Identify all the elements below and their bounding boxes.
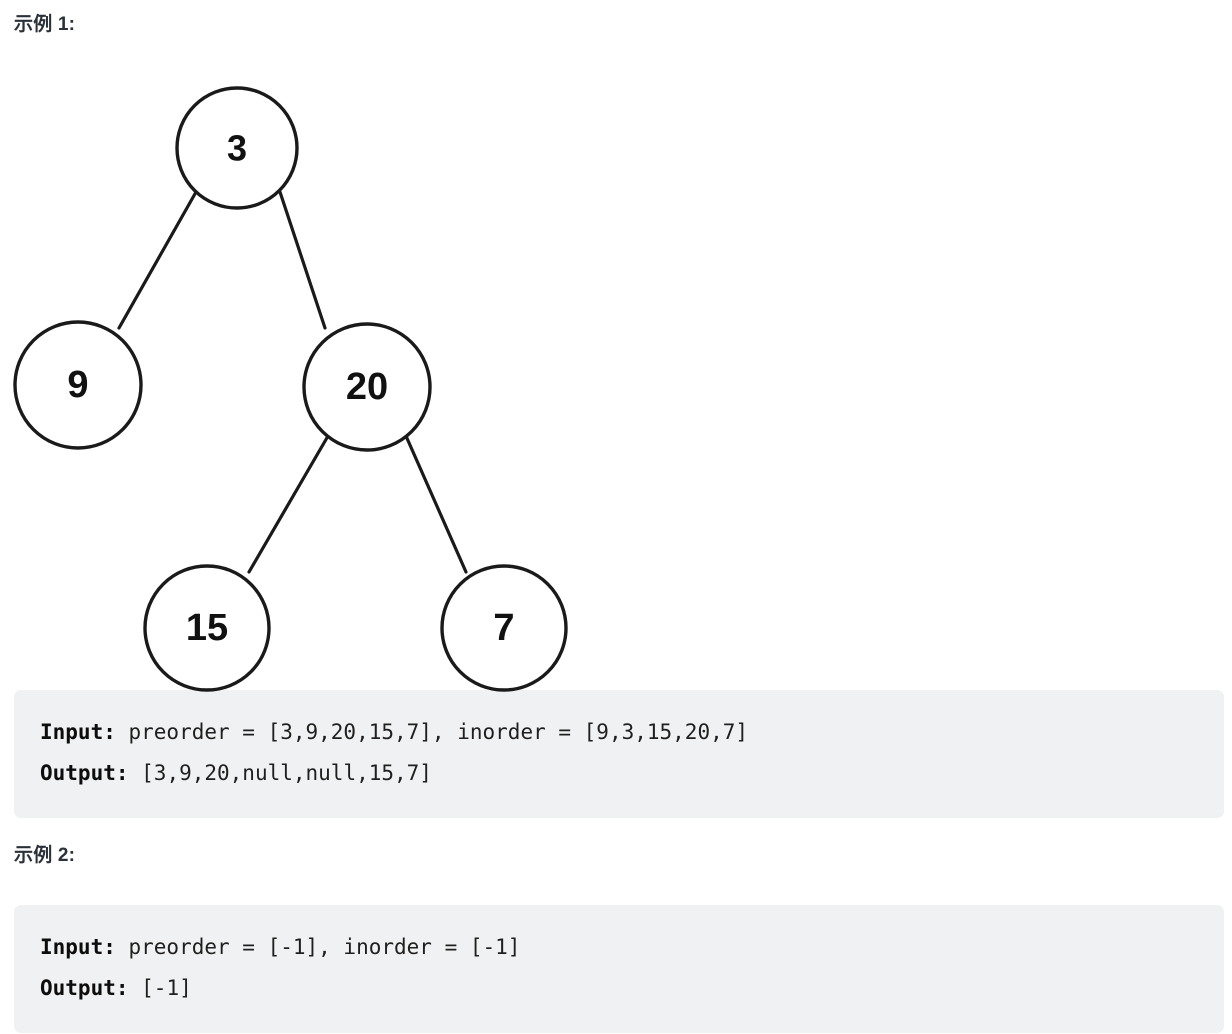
tree-node-3-circle	[175, 86, 299, 210]
tree-node-15-circle	[143, 564, 271, 692]
edge-20-to-15	[247, 434, 330, 574]
tree-node-7-label: 7	[493, 607, 514, 649]
tree-node-9: 9	[13, 320, 143, 450]
example-2-input-line: Input: preorder = [-1], inorder = [-1]	[14, 927, 1224, 968]
tree-node-20: 20	[302, 322, 432, 452]
example-2-code-block: Input: preorder = [-1], inorder = [-1] O…	[14, 905, 1224, 1033]
example-2-output-label: Output:	[40, 976, 129, 1000]
example-1-output-label: Output:	[40, 761, 129, 785]
binary-tree-svg: 3 9 20 15 7	[13, 86, 568, 692]
edge-3-to-9	[117, 190, 198, 330]
example-1-code-block: Input: preorder = [3,9,20,15,7], inorder…	[14, 690, 1224, 818]
tree-node-7-circle	[440, 564, 568, 692]
binary-tree-figure: 3 9 20 15 7	[0, 70, 640, 695]
tree-node-15-label: 15	[186, 607, 228, 649]
tree-node-3: 3	[175, 86, 299, 210]
example-1-input-line: Input: preorder = [3,9,20,15,7], inorder…	[14, 712, 1224, 753]
example-2-output-line: Output: [-1]	[14, 968, 1224, 1009]
tree-node-9-label: 9	[67, 364, 88, 406]
example-1-heading: 示例 1:	[14, 14, 76, 35]
edge-20-to-7	[404, 434, 468, 574]
tree-node-20-circle	[302, 322, 432, 452]
tree-edges	[117, 190, 468, 574]
tree-node-20-label: 20	[346, 366, 388, 408]
tree-node-15: 15	[143, 564, 271, 692]
tree-node-3-label: 3	[227, 128, 247, 169]
example-1-output-line: Output: [3,9,20,null,null,15,7]	[14, 753, 1224, 794]
example-1-input-value: preorder = [3,9,20,15,7], inorder = [9,3…	[115, 720, 749, 744]
edge-3-to-20	[278, 190, 327, 330]
tree-node-7: 7	[440, 564, 568, 692]
example-1-output-value: [3,9,20,null,null,15,7]	[128, 761, 432, 785]
tree-node-9-circle	[13, 320, 143, 450]
example-2-output-value: [-1]	[128, 976, 192, 1000]
example-1-input-label: Input:	[40, 720, 116, 744]
example-2-heading: 示例 2:	[14, 845, 76, 866]
example-2-input-value: preorder = [-1], inorder = [-1]	[115, 935, 521, 959]
example-2-input-label: Input:	[40, 935, 116, 959]
